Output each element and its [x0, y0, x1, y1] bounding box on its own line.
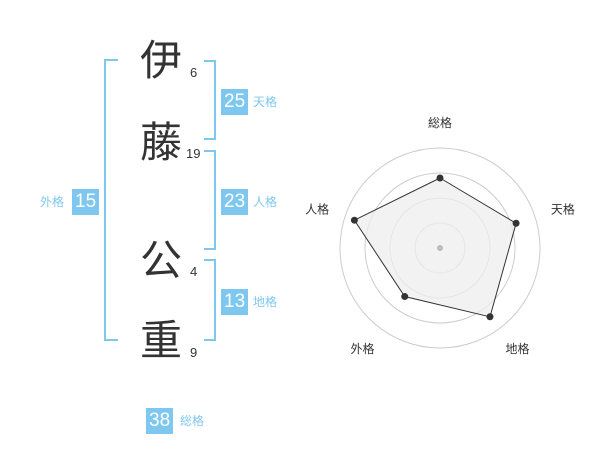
- radar-center-dot: [437, 245, 443, 251]
- soukaku-value-badge: 38: [146, 408, 174, 434]
- radar-point-1: [436, 174, 444, 182]
- radar-axis-label-5: 人格: [305, 201, 329, 216]
- name-char-4: 重: [140, 316, 183, 365]
- radar-points: [350, 174, 520, 321]
- radar-value-polygon: [353, 177, 517, 318]
- stroke-count-3: 4: [190, 264, 198, 279]
- radar-point-3: [486, 313, 494, 321]
- soukaku-label: 総格: [180, 414, 205, 428]
- radar-axis-label-2: 天格: [551, 201, 575, 216]
- chikaku-label: 地格: [253, 295, 278, 309]
- name-char-1: 伊: [140, 36, 183, 85]
- radar-point-4: [401, 293, 409, 301]
- gaikaku-value-badge: 15: [72, 189, 100, 215]
- radar-axis-label-1: 総格: [428, 115, 452, 130]
- stroke-count-4: 9: [190, 345, 198, 360]
- radar-point-2: [512, 219, 520, 227]
- gaikaku-label: 外格: [40, 195, 65, 209]
- name-char-2: 藤: [140, 118, 183, 167]
- radar-axis-label-3: 地格: [506, 341, 530, 356]
- tenkaku-value-badge: 25: [221, 89, 249, 115]
- chikaku-value-badge: 13: [221, 289, 249, 315]
- radar-point-5: [350, 216, 358, 224]
- jinkaku-value-badge: 23: [221, 189, 249, 215]
- stroke-count-1: 6: [190, 65, 198, 80]
- radar-axis-label-4: 外格: [350, 341, 374, 356]
- stroke-count-2: 19: [186, 146, 201, 161]
- radar-grid-ring: [364, 172, 516, 324]
- name-char-3: 公: [140, 236, 183, 285]
- jinkaku-label: 人格: [253, 195, 278, 209]
- tenkaku-label: 天格: [253, 95, 278, 109]
- radar-grid-ring: [339, 147, 541, 349]
